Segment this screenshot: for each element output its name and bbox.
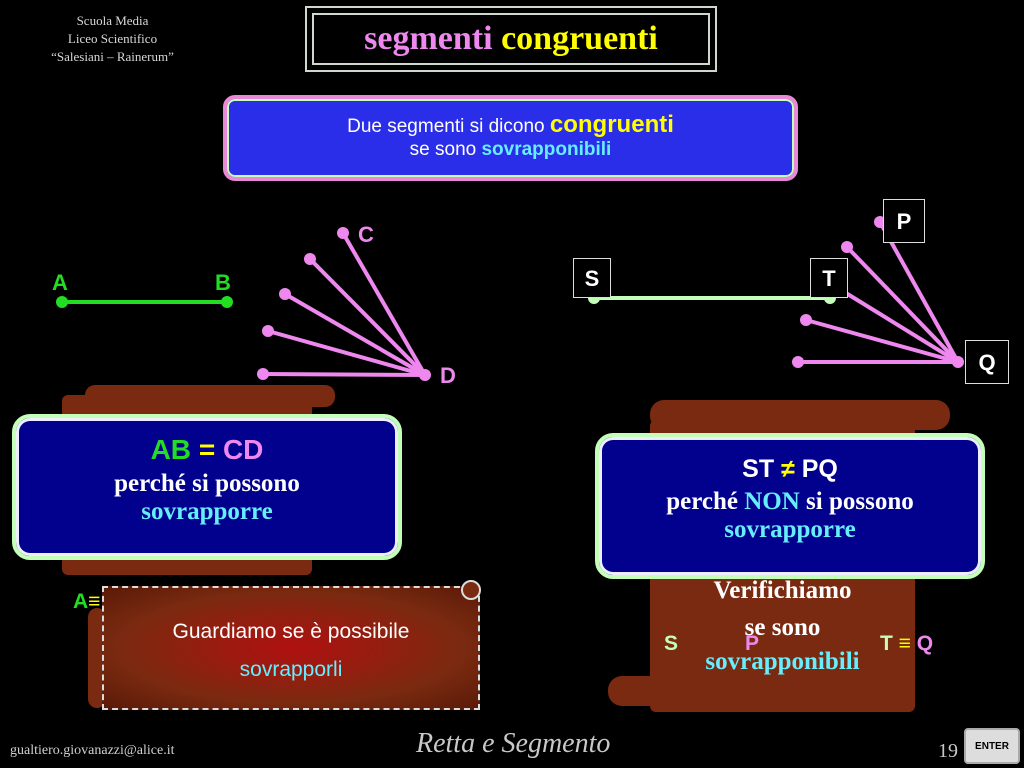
left-scroll-line2: sovrapporli	[239, 658, 343, 681]
point-q	[952, 356, 964, 368]
label-p: P	[883, 199, 925, 243]
rotating-segments-left	[262, 231, 427, 377]
school-line-1: Scuola Media	[76, 13, 149, 28]
label-c: C	[358, 222, 374, 247]
right-panel-line2: perché NON si possono	[599, 488, 981, 516]
enter-button-label: ENTER	[975, 740, 1009, 752]
right-conclusion-panel: ST ≠ PQ perché NON si possono sovrapporr…	[595, 433, 985, 579]
definition-box: Due segmenti si dicono congruenti se son…	[223, 95, 798, 181]
label-s: S	[573, 258, 611, 298]
label-d: D	[440, 363, 456, 388]
label-t: T	[810, 258, 848, 298]
definition-keyword-congruenti: congruenti	[549, 111, 674, 138]
school-line-2: Liceo Scientifico	[67, 31, 158, 46]
title-word-1: segmenti	[364, 20, 493, 57]
title-frame: segmenti congruenti	[305, 6, 717, 72]
definition-line1-prefix: Due segmenti si dicono	[347, 116, 545, 137]
right-corr-s: S	[664, 632, 679, 655]
footer-topic: Retta e Segmento	[416, 728, 611, 759]
page-number: 19	[938, 740, 958, 762]
enter-button[interactable]: ENTER	[964, 728, 1020, 764]
right-panel-line2-a: perché	[666, 488, 738, 515]
school-name: Scuola Media Liceo Scientifico “Salesian…	[10, 12, 215, 66]
left-scroll-roll	[88, 608, 106, 708]
corr-a: A	[73, 590, 89, 613]
right-panel-st: ST	[742, 455, 775, 483]
right-panel-line2-c: si possono	[806, 488, 914, 515]
left-panel-equation: AB = CD	[16, 434, 398, 466]
right-corr-p: P	[745, 632, 760, 655]
right-scroll-line2: se sono	[744, 614, 821, 641]
rotating-segments-right	[798, 221, 960, 364]
left-panel-line3: sovrapporre	[141, 498, 273, 525]
left-panel-cd: CD	[222, 434, 264, 465]
point-d	[419, 369, 431, 381]
label-q: Q	[965, 340, 1009, 384]
left-scroll-curl	[461, 580, 481, 600]
right-scroll-line3: sovrapponibili	[705, 648, 860, 675]
school-line-3: “Salesiani – Rainerum”	[51, 49, 174, 64]
left-bottom-scroll: Guardiamo se è possibile sovrapporli	[88, 580, 483, 712]
right-panel-line3: sovrapporre	[724, 516, 856, 543]
left-conclusion-panel: AB = CD perché si possono sovrapporre	[12, 414, 402, 560]
right-correspondence-tq: T ≡ Q	[880, 632, 933, 656]
right-panel-line2-non: NON	[744, 488, 800, 515]
definition-line-1: Due segmenti si dicono congruenti	[227, 111, 794, 139]
corr-equiv-1: ≡	[88, 590, 101, 613]
left-panel-ab: AB	[150, 434, 192, 465]
definition-line2-prefix: se sono	[409, 139, 477, 160]
point-b	[221, 296, 233, 308]
definition-keyword-sovrapponibili: sovrapponibili	[481, 139, 612, 160]
title-word-2: congruenti	[501, 20, 658, 57]
right-panel-pq: PQ	[801, 455, 838, 483]
right-scroll-line1: Verifichiamo	[713, 577, 852, 604]
right-corr-equiv: ≡	[898, 632, 911, 655]
left-scroll-line1: Guardiamo se è possibile	[172, 620, 410, 643]
left-scroll-body	[102, 586, 480, 710]
point-a	[56, 296, 68, 308]
right-panel-not-equal: ≠	[781, 455, 795, 483]
label-a: A	[52, 270, 68, 295]
right-corr-t: T	[880, 632, 893, 655]
page-title: segmenti congruenti	[312, 13, 710, 65]
footer-email: gualtiero.giovanazzi@alice.it	[10, 743, 175, 758]
label-b: B	[215, 270, 231, 295]
right-panel-equation: ST ≠ PQ	[599, 455, 981, 484]
point-c	[337, 227, 349, 239]
left-panel-equals: =	[198, 434, 216, 465]
definition-line-2: se sono sovrapponibili	[227, 139, 794, 161]
left-panel-line2: perché si possono	[114, 470, 300, 497]
right-corr-q: Q	[916, 632, 934, 655]
scroll-bottom-right	[608, 676, 668, 706]
